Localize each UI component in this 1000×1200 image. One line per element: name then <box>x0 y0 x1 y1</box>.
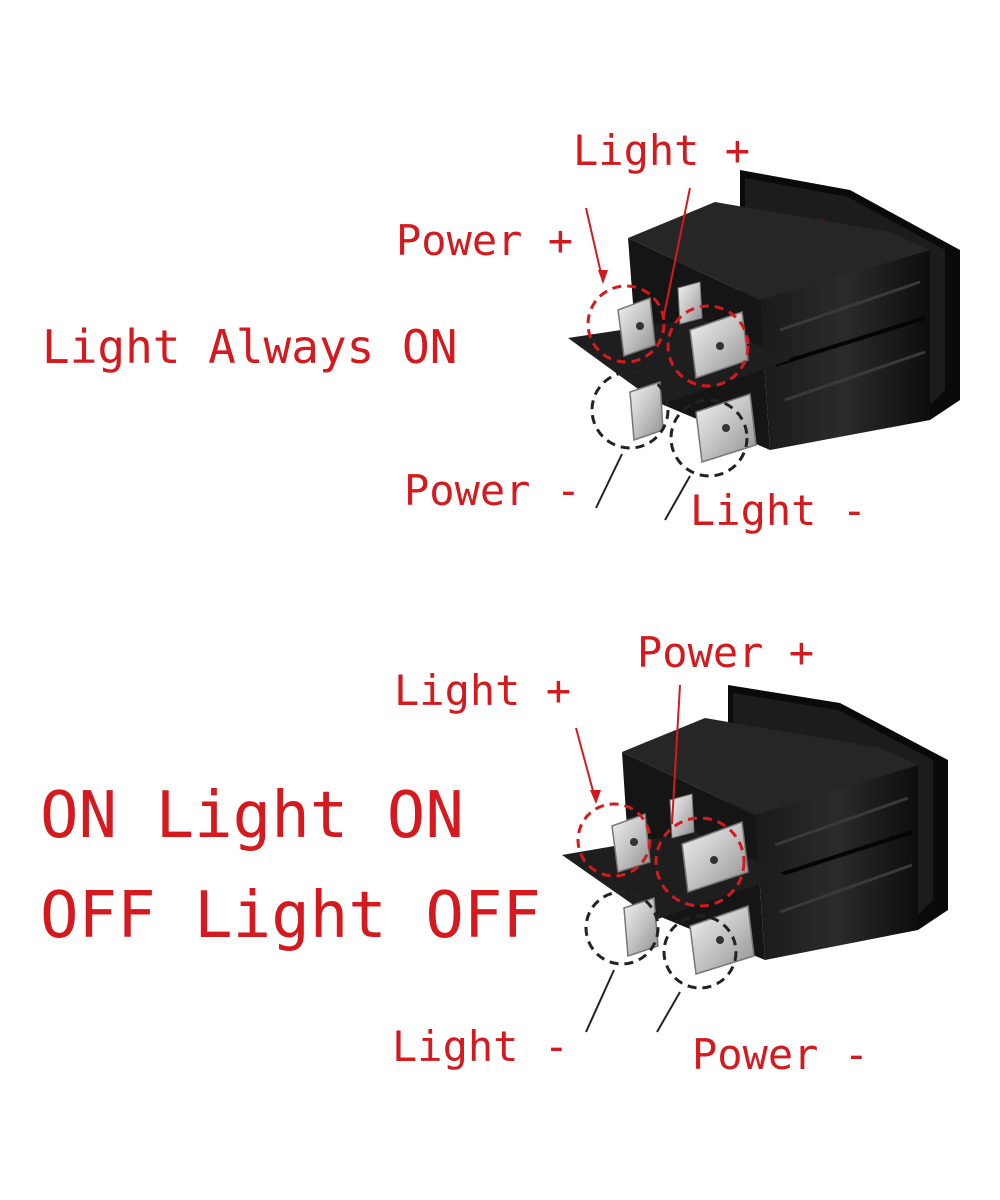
terminal-lower-right <box>695 392 757 463</box>
label-light-minus: Light - <box>392 1022 570 1071</box>
circle-power-minus <box>662 914 738 990</box>
mode-label-off-light-off: OFF Light OFF <box>40 879 541 953</box>
label-light-plus: Light + <box>394 666 572 715</box>
mode-label-light-always-on: Light Always ON <box>42 320 458 374</box>
switch-side <box>760 250 930 450</box>
label-light-plus: Light + <box>573 126 751 175</box>
pointer-power-minus <box>595 453 623 509</box>
pointer-light-minus <box>664 475 691 521</box>
circle-power-plus <box>654 816 746 908</box>
terminal-lower-left <box>629 380 664 442</box>
pointer-light-plus <box>575 727 597 803</box>
rocker-switch-illustration-1 <box>568 170 960 521</box>
pointer-power-minus <box>656 991 681 1033</box>
pointer-power-plus <box>671 684 681 825</box>
pointer-light-plus <box>663 187 691 316</box>
circle-light-minus <box>584 890 660 966</box>
circle-power-minus <box>590 370 670 450</box>
switch-side <box>755 765 918 960</box>
circle-power-plus <box>586 284 666 364</box>
diagram-light-always-on: Light + Power + Light Always ON Power - … <box>42 126 960 535</box>
terminal-upper-right <box>677 281 749 380</box>
label-power-minus: Power - <box>692 1030 870 1079</box>
terminal-upper-right <box>669 793 749 894</box>
label-power-plus: Power + <box>637 628 815 677</box>
diagram-on-light-on-off-light-off: Power + Light + ON Light ON OFF Light OF… <box>0 600 1000 1200</box>
circle-light-plus <box>666 304 750 388</box>
terminal-upper-left <box>611 812 651 873</box>
pointer-power-plus <box>585 207 604 283</box>
rocker-switch-illustration-2 <box>562 684 948 1033</box>
mode-label-on-light-on: ON Light ON <box>40 779 464 853</box>
circle-light-minus <box>669 398 749 478</box>
circle-light-plus <box>576 802 652 878</box>
pointer-light-minus <box>585 969 615 1033</box>
label-light-minus: Light - <box>690 486 868 535</box>
terminal-upper-left <box>617 296 656 358</box>
terminal-lower-right <box>689 904 755 975</box>
terminal-lower-left <box>623 896 659 958</box>
label-power-plus: Power + <box>396 216 574 265</box>
label-power-minus: Power - <box>404 466 582 515</box>
